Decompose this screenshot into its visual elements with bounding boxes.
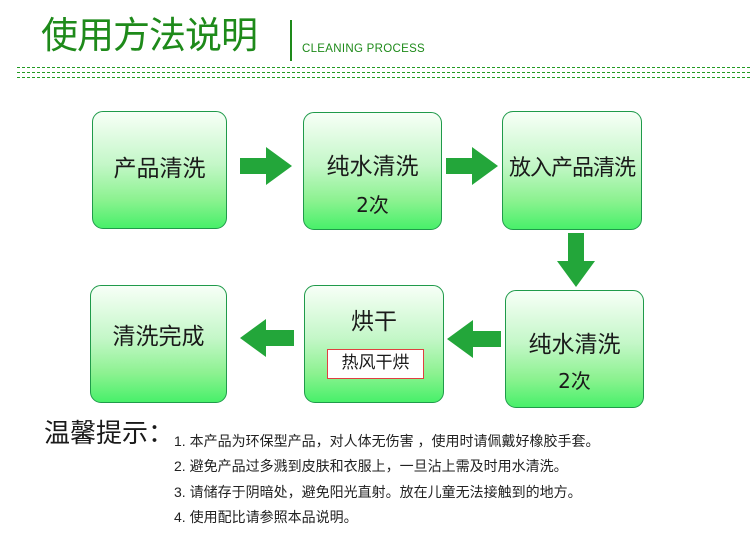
step-label: 清洗完成	[112, 324, 205, 350]
dashed-divider	[17, 77, 750, 78]
right-arrow-icon	[446, 147, 498, 185]
drying-method-tag: 热风干烘	[327, 349, 424, 379]
dashed-divider	[17, 67, 750, 68]
step-label: 纯水清洗	[326, 154, 419, 180]
step-label: 烘干	[351, 309, 397, 335]
step-box-pure-water-rinse-2: 纯水清洗 2次	[505, 290, 644, 408]
tips-label: 温馨提示：	[44, 419, 175, 449]
step-count: 2次	[356, 193, 389, 217]
page-title: 使用方法说明	[41, 14, 258, 57]
step-box-product-wash: 产品清洗	[92, 111, 227, 229]
tip-item: 1. 本产品为环保型产品，对人体无伤害 ，使用时请佩戴好橡胶手套。	[174, 433, 600, 449]
step-label: 纯水清洗	[528, 332, 621, 358]
tip-item: 3. 请储存于阴暗处，避免阳光直射。放在儿童无法接触到的地方。	[174, 484, 582, 500]
left-arrow-icon	[447, 320, 501, 358]
down-arrow-icon	[557, 233, 595, 287]
step-count: 2次	[558, 369, 591, 393]
step-box-soak-in-product: 放入产品清洗	[502, 111, 642, 230]
page-subtitle: CLEANING PROCESS	[302, 43, 426, 55]
right-arrow-icon	[240, 147, 292, 185]
step-box-cleaning-complete: 清洗完成	[90, 285, 227, 403]
step-label: 放入产品清洗	[508, 156, 636, 181]
left-arrow-icon	[240, 319, 294, 357]
title-divider	[290, 20, 292, 61]
tip-item: 4. 使用配比请参照本品说明。	[174, 509, 358, 525]
step-box-drying: 烘干 热风干烘	[304, 285, 444, 403]
tip-item: 2. 避免产品过多溅到皮肤和衣服上，一旦沾上需及时用水清洗。	[174, 458, 568, 474]
step-box-pure-water-rinse-1: 纯水清洗 2次	[303, 112, 442, 230]
dashed-divider	[17, 72, 750, 73]
step-label: 产品清洗	[113, 156, 206, 182]
